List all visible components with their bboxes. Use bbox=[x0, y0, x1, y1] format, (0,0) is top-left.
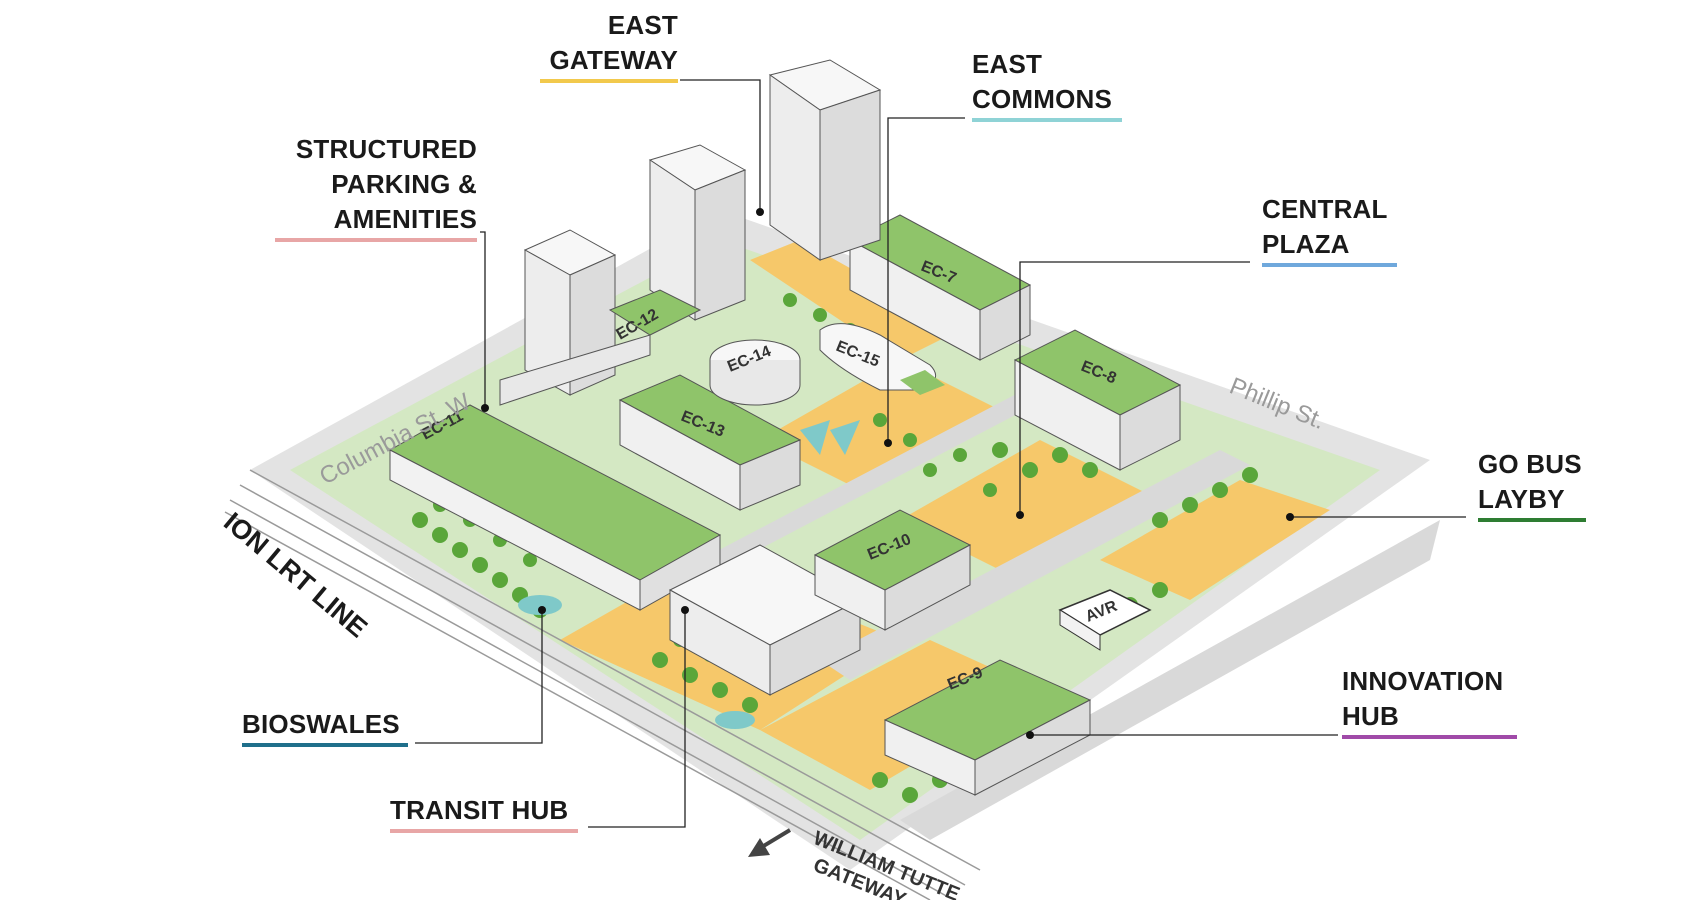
building-ec14 bbox=[709, 339, 801, 406]
callout-central-plaza-line1: CENTRAL bbox=[1262, 194, 1388, 224]
callout-structured-parking-line3: AMENITIES bbox=[333, 204, 477, 234]
callout-innovation-hub-line2: HUB bbox=[1342, 701, 1399, 731]
building-tower-east-commons bbox=[768, 59, 882, 261]
underline-east-gateway bbox=[540, 79, 678, 83]
callout-transit-hub-line1: TRANSIT HUB bbox=[390, 795, 569, 825]
building-avr bbox=[1058, 589, 1152, 651]
callout-bioswales-line1: BIOSWALES bbox=[242, 709, 400, 739]
callout-innovation-hub: INNOVATION HUB bbox=[1342, 664, 1517, 739]
underline-go-bus bbox=[1478, 518, 1586, 522]
callout-transit-hub: TRANSIT HUB bbox=[390, 793, 578, 833]
building-ec11 bbox=[388, 404, 722, 611]
rail-tracks bbox=[224, 469, 981, 900]
callout-bioswales: BIOSWALES bbox=[242, 707, 408, 747]
callout-go-bus-layby: GO BUS LAYBY bbox=[1478, 447, 1586, 522]
bioswale-ponds bbox=[518, 420, 860, 729]
callout-east-commons-line2: COMMONS bbox=[972, 84, 1113, 114]
callout-east-commons-line1: EAST bbox=[972, 49, 1043, 79]
underline-bioswales bbox=[242, 743, 408, 747]
building-transit-hub bbox=[668, 544, 862, 696]
underline-east-commons bbox=[972, 118, 1122, 122]
building-ec12 bbox=[499, 289, 702, 406]
leader-lines bbox=[415, 79, 1466, 828]
building-ec7 bbox=[848, 214, 1032, 361]
callout-east-gateway: EAST GATEWAY bbox=[540, 8, 678, 83]
callout-innovation-hub-line1: INNOVATION bbox=[1342, 666, 1504, 696]
building-ec10 bbox=[813, 509, 972, 631]
callout-structured-parking: STRUCTURED PARKING & AMENITIES bbox=[275, 132, 477, 242]
buildings bbox=[388, 59, 1182, 796]
building-ec9 bbox=[883, 659, 1092, 796]
callout-east-gateway-line2: GATEWAY bbox=[549, 45, 678, 75]
arrow-down-left-icon bbox=[748, 828, 792, 857]
callout-central-plaza-line2: PLAZA bbox=[1262, 229, 1350, 259]
callout-east-gateway-line1: EAST bbox=[607, 10, 678, 40]
building-ec15 bbox=[819, 323, 945, 395]
building-ec8 bbox=[1013, 329, 1182, 471]
building-ec13 bbox=[618, 374, 802, 511]
underline-central-plaza bbox=[1262, 263, 1397, 267]
callout-structured-parking-line2: PARKING & bbox=[331, 169, 477, 199]
underline-structured-parking bbox=[275, 238, 477, 242]
underline-transit-hub bbox=[390, 829, 578, 833]
callout-go-bus-line2: LAYBY bbox=[1478, 484, 1565, 514]
building-tower-gateway bbox=[648, 144, 747, 321]
leader-dots bbox=[481, 208, 1294, 739]
callout-go-bus-line1: GO BUS bbox=[1478, 449, 1582, 479]
callout-east-commons: EAST COMMONS bbox=[972, 47, 1122, 122]
callout-structured-parking-line1: STRUCTURED bbox=[295, 134, 477, 164]
underline-innovation-hub bbox=[1342, 735, 1517, 739]
trees bbox=[412, 293, 1258, 803]
callout-central-plaza: CENTRAL PLAZA bbox=[1262, 192, 1397, 267]
